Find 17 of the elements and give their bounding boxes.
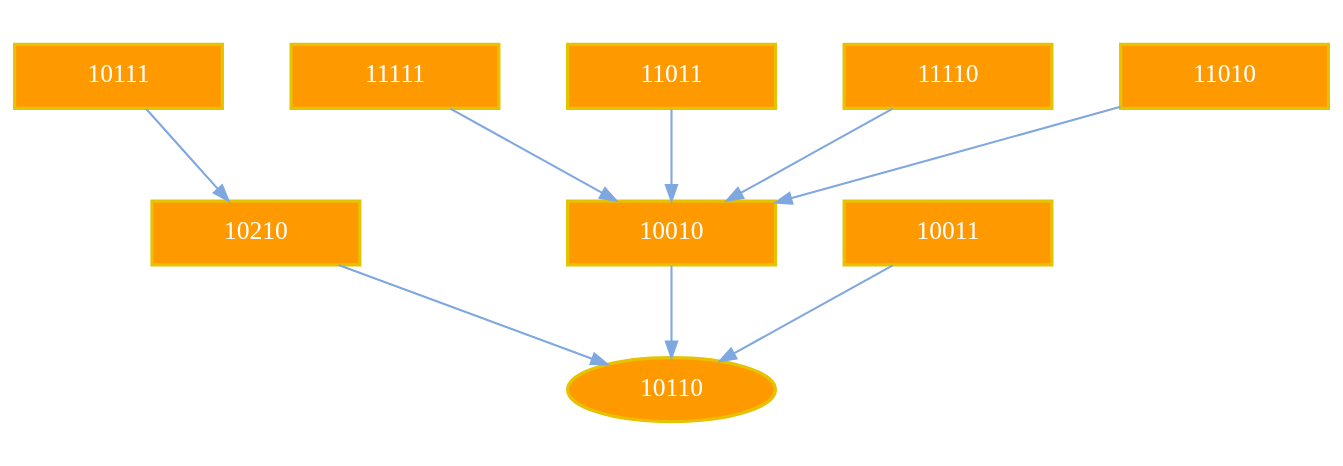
arrow [717,264,894,363]
node-ellipse: 10110 [566,356,777,424]
node-box: 10210 [150,199,362,267]
arrow [449,107,620,203]
node-box: 10011 [842,199,1054,267]
node-box: 10111 [12,42,224,110]
arrow [338,264,611,366]
arrow [664,109,679,205]
node-box: 10010 [566,199,777,267]
node-box: 11011 [566,42,777,110]
arrow [145,108,231,204]
arrow [664,265,679,361]
node-box: 11110 [842,42,1054,110]
arrow [723,107,894,203]
node-box: 11111 [289,42,501,110]
arrow [772,105,1121,205]
node-box: 11010 [1119,42,1331,110]
